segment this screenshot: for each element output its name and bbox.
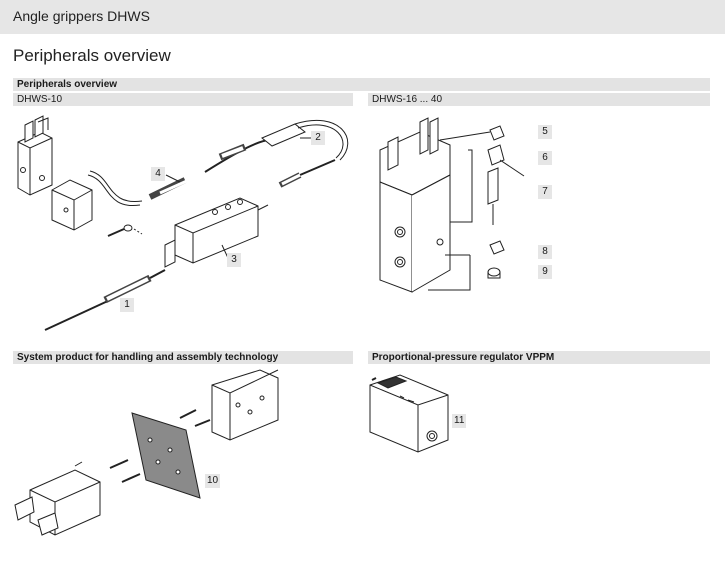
callout-5: 5 (538, 125, 552, 139)
callout-6: 6 (538, 151, 552, 165)
sensor-box-drawing (164, 197, 269, 268)
section-heading-system-product: System product for handling and assembly… (13, 351, 353, 364)
subheading-dhws10: DHWS-10 (13, 93, 353, 106)
regulator-drawing (369, 374, 449, 453)
callout-9: 9 (538, 265, 552, 279)
page-title: Peripherals overview (13, 46, 171, 65)
callout-3: 3 (227, 253, 241, 267)
adapter-block-drawing (51, 179, 93, 231)
callout-1: 1 (120, 298, 134, 312)
header-title: Angle grippers DHWS (13, 8, 150, 24)
callout-11: 11 (452, 414, 467, 428)
callout-4: 4 (151, 167, 165, 181)
callout-8: 8 (538, 245, 552, 259)
callout-10: 10 (205, 474, 221, 488)
gripper-dhws10-drawing (17, 115, 53, 196)
subheading-dhws16-40: DHWS-16 ... 40 (368, 93, 710, 106)
accessories-drawing (487, 125, 525, 279)
callout-2: 2 (311, 131, 325, 145)
callout-7: 7 (538, 185, 552, 199)
cable-drawing (87, 119, 349, 207)
cable-1-drawing (44, 269, 166, 331)
adapter-plate-drawing (14, 369, 279, 536)
section-heading-regulator: Proportional-pressure regulator VPPM (368, 351, 710, 364)
header-bar: Angle grippers DHWS (0, 0, 725, 34)
section-heading-peripherals: Peripherals overview (13, 78, 710, 91)
gripper-dhws16-drawing (379, 117, 491, 293)
screw-drawing (107, 224, 143, 237)
